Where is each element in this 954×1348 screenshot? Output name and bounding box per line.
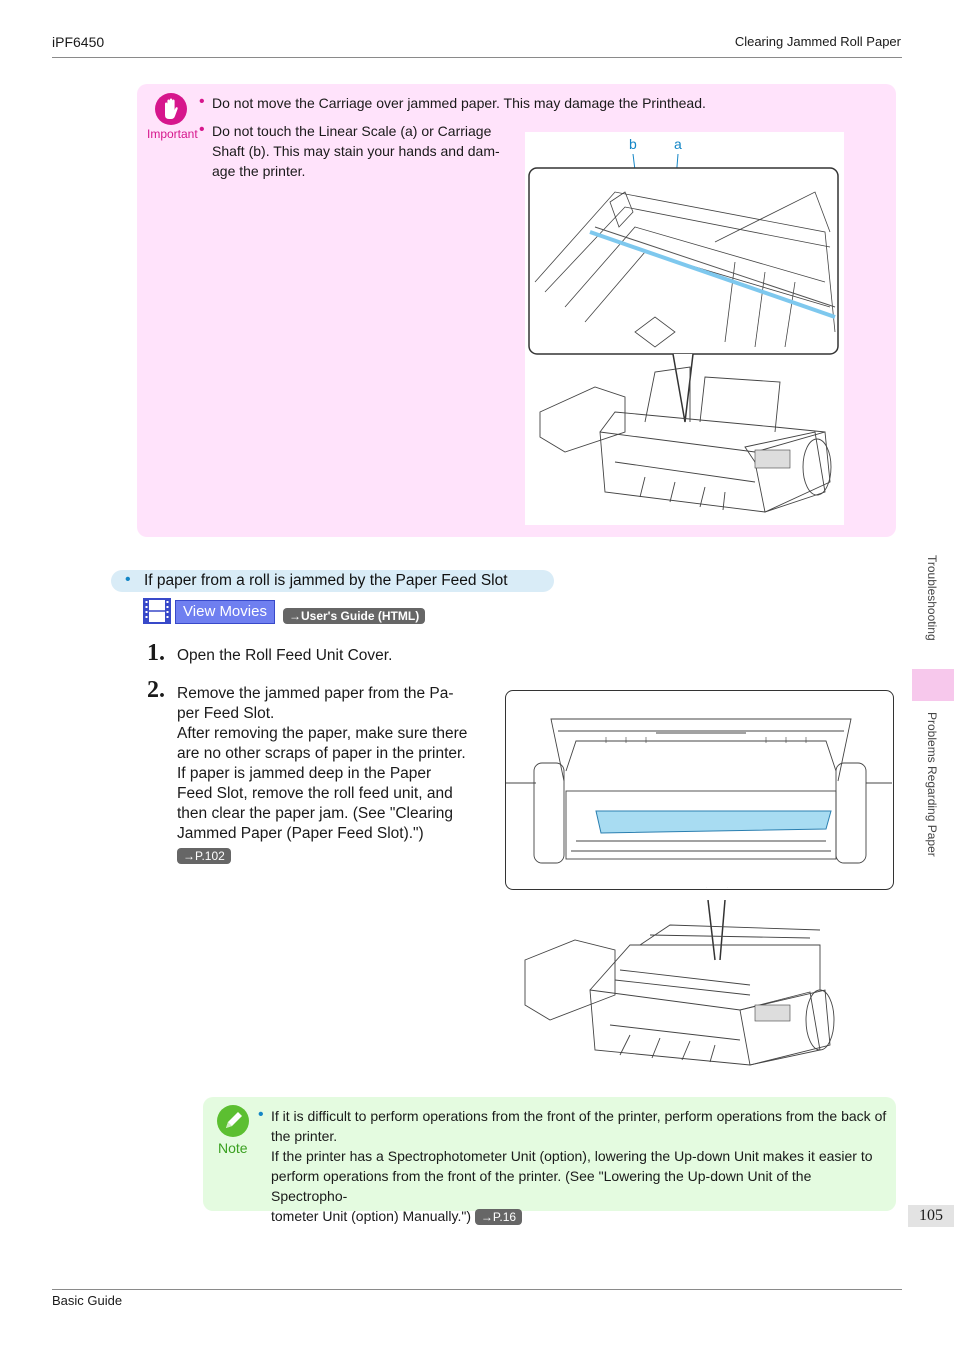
note-text: If it is difficult to perform operations… [271, 1108, 887, 1225]
page-number: 105 [908, 1205, 954, 1227]
note-label: Note [218, 1140, 248, 1156]
printer-overview-figure [520, 899, 850, 1070]
important-item-1-text: Do not move the Carriage over jammed pap… [212, 95, 706, 111]
important-item-1: • [199, 93, 205, 111]
note-box [203, 1097, 896, 1211]
step-2-text: Remove the jammed paper from the Pa- per… [177, 685, 468, 864]
side-tab-troubleshooting[interactable]: Troubleshooting [925, 555, 939, 641]
label-b: b [629, 136, 637, 152]
header-rule [52, 57, 902, 58]
page-ref-link[interactable]: →P.102 [177, 848, 231, 864]
hand-stop-icon [155, 93, 187, 125]
step-2-number: 2. [147, 677, 165, 703]
footer-text: Basic Guide [52, 1293, 123, 1308]
important-item-2: • [199, 121, 205, 139]
film-icon [143, 598, 171, 624]
important-item-2-text: Do not touch the Linear Scale (a) or Car… [212, 123, 500, 179]
section-heading-bar: • If paper from a roll is jammed by the … [111, 570, 554, 592]
note-page-ref-link[interactable]: →P.16 [474, 1209, 523, 1225]
step-1-text: Open the Roll Feed Unit Cover. [177, 647, 393, 664]
view-movies-button[interactable]: View Movies [175, 600, 275, 624]
header-model: iPF6450 [52, 34, 105, 50]
bullet-icon: • [258, 1106, 264, 1123]
side-tab-active-marker [912, 669, 954, 701]
users-guide-link-wrapper: →User's Guide (HTML) [283, 607, 426, 625]
side-tab-problems-regarding-paper[interactable]: Problems Regarding Paper [925, 712, 939, 857]
footer-rule [52, 1289, 902, 1290]
users-guide-link[interactable]: →User's Guide (HTML) [283, 608, 426, 624]
bullet-icon: • [125, 571, 131, 588]
important-label: Important [147, 127, 198, 141]
step-1-number: 1. [147, 640, 165, 666]
printer-linear-scale-figure: b a [525, 132, 844, 525]
section-heading: If paper from a roll is jammed by the Pa… [144, 572, 508, 589]
bullet-icon: • [199, 93, 205, 110]
label-a: a [674, 136, 682, 152]
bullet-icon: • [199, 121, 205, 138]
paper-feed-slot-closeup-figure [505, 690, 894, 972]
note-bullet: • [258, 1106, 264, 1124]
header-section-title: Clearing Jammed Roll Paper [734, 34, 901, 49]
pencil-icon [217, 1105, 249, 1137]
